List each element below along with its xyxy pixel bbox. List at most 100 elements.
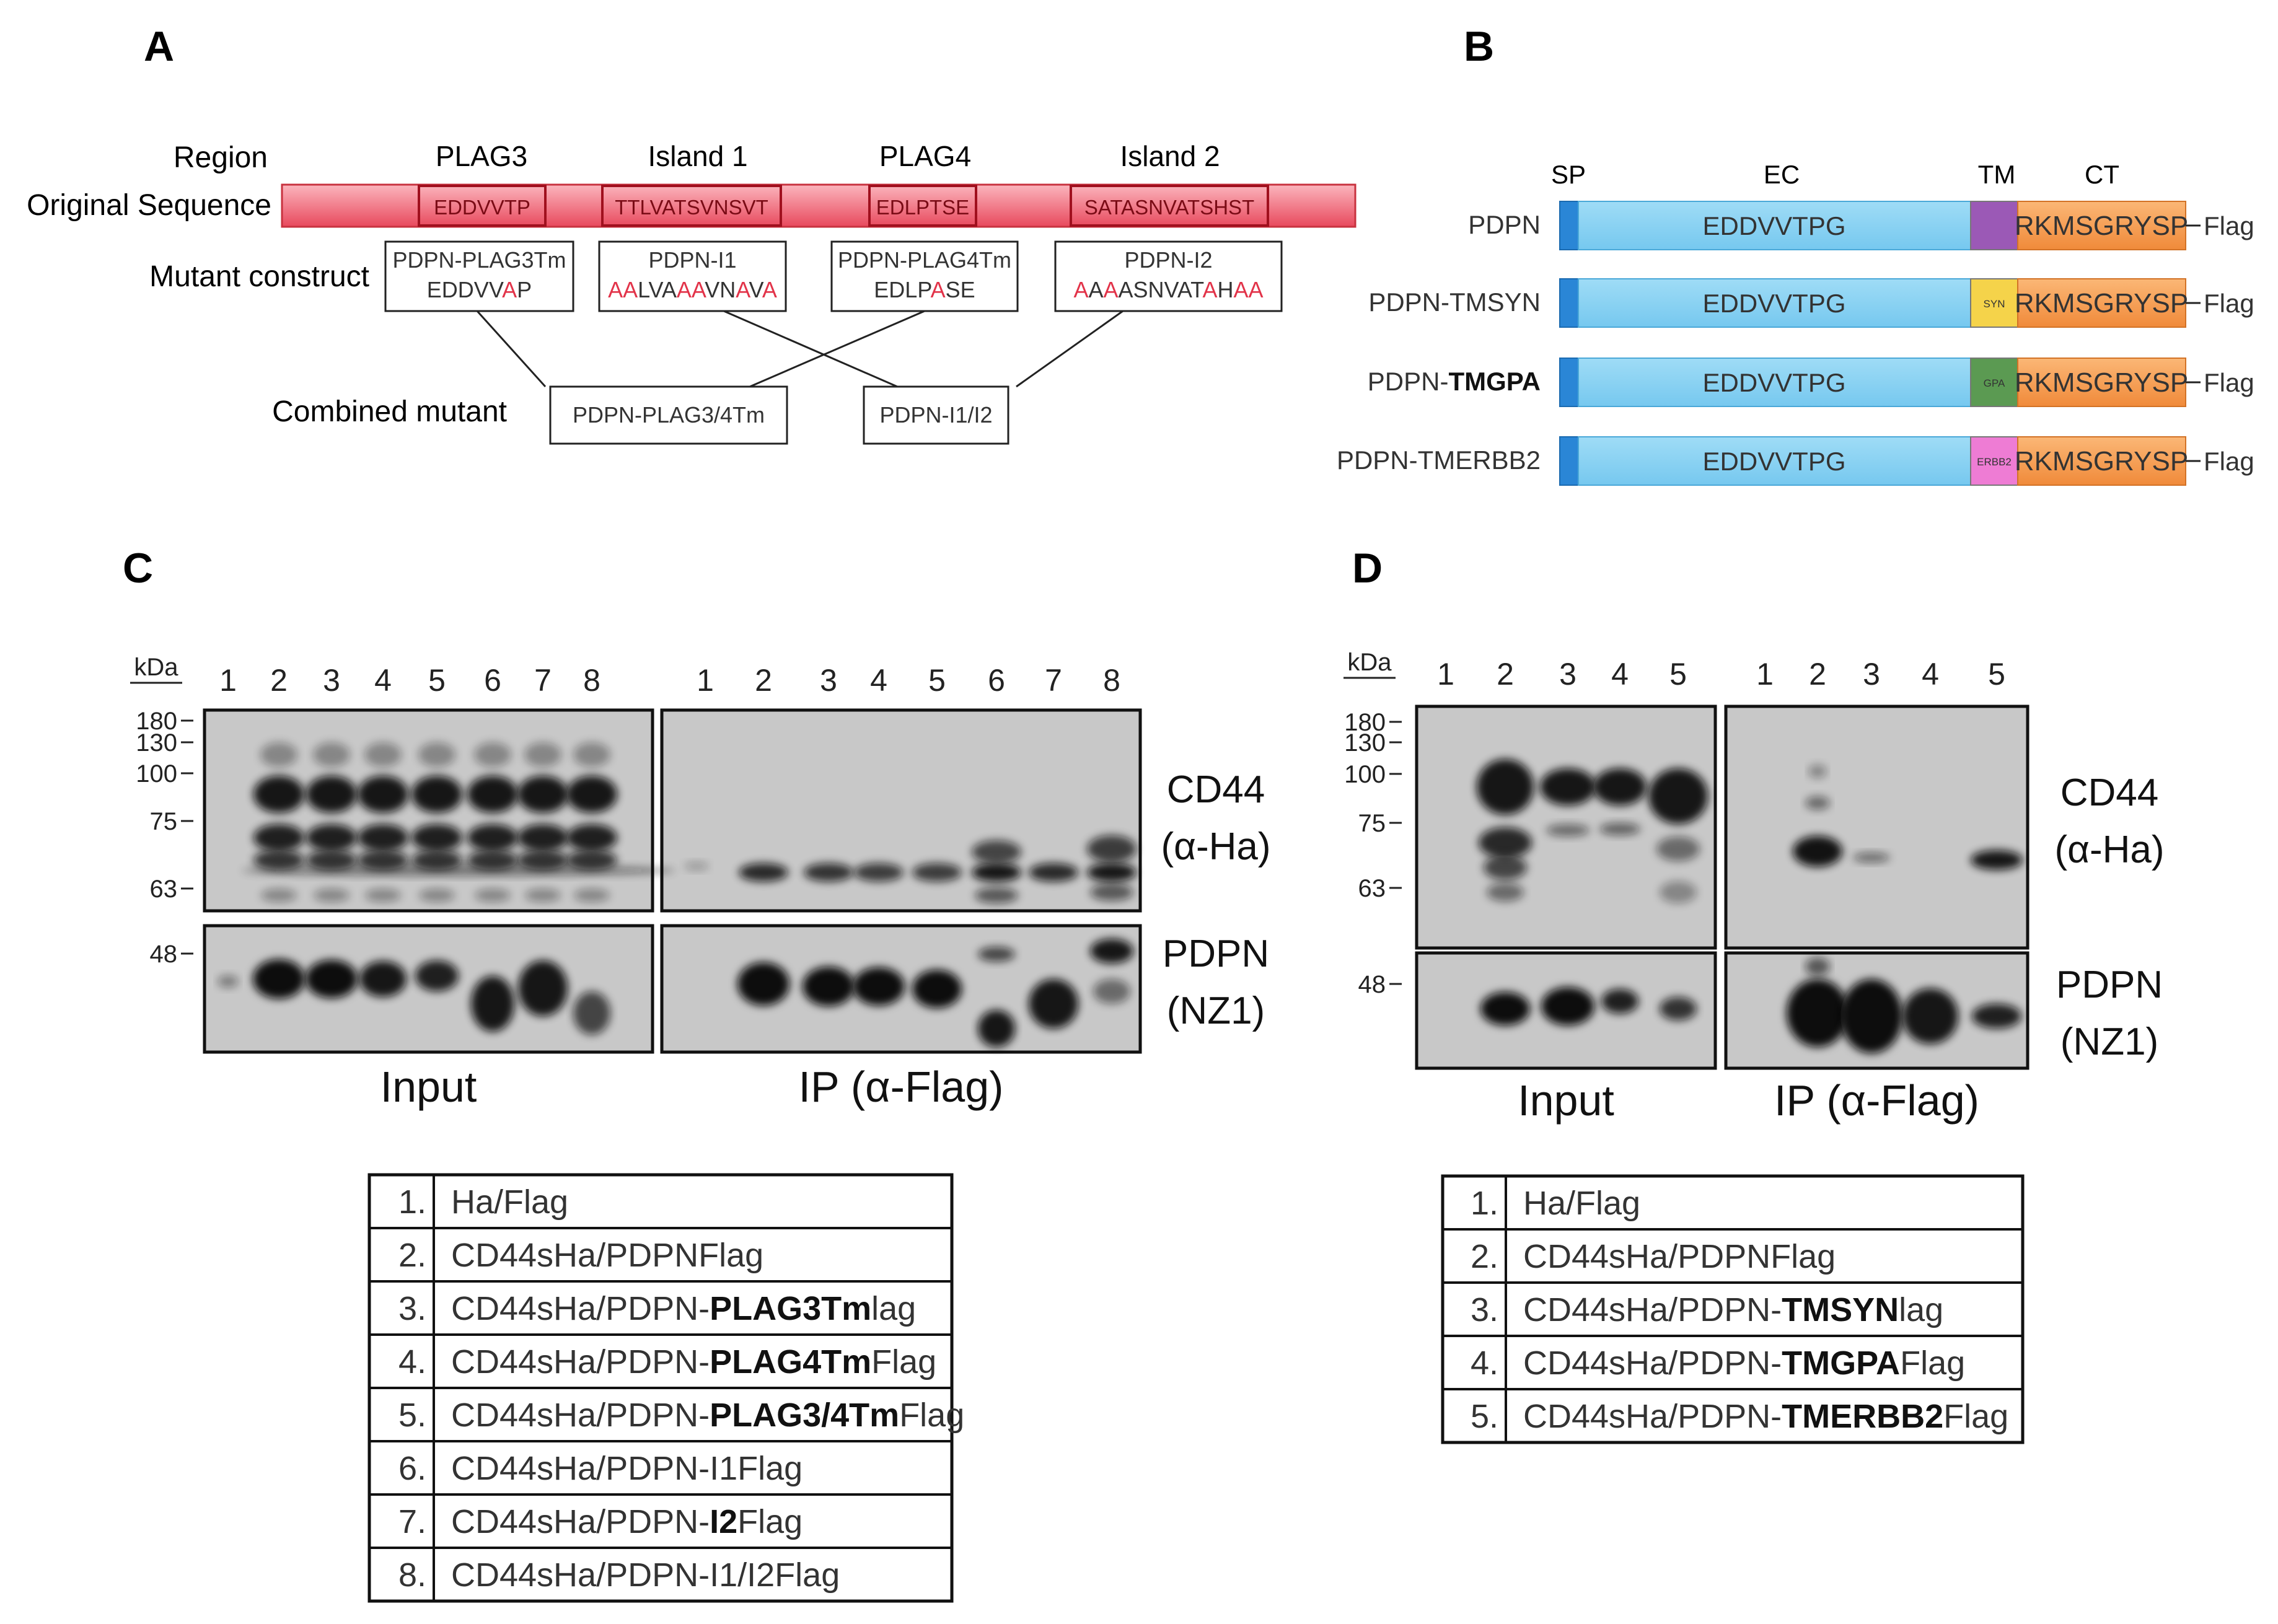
original-segment-label: EDLPTSE: [876, 196, 969, 219]
ct-sequence-label: RKMSGRYSP: [2015, 367, 2188, 398]
blot-band: [253, 850, 304, 870]
blot-band: [1601, 989, 1638, 1014]
input-caption: Input: [1518, 1076, 1614, 1125]
blot-band: [1540, 768, 1596, 805]
blot-band: [358, 824, 408, 851]
blot-band: [253, 824, 304, 851]
cd44-antibody-label: (α-Ha): [1161, 825, 1270, 868]
tm-domain: [1970, 358, 2018, 407]
text-run: CD44sHa/PDPN-: [1523, 1345, 1782, 1382]
text-run: CD44sHa/PDPN-: [451, 1397, 710, 1434]
text-run: Ha/Flag: [451, 1183, 568, 1221]
text-run: Flag: [737, 1503, 803, 1540]
blot-band: [1093, 979, 1130, 1004]
original-sequence-bar: [281, 183, 1357, 228]
blot-band: [1902, 988, 1958, 1044]
legend-row-number: 2.: [398, 1237, 426, 1274]
mutant-construct-name: PDPN-PLAG3Tm: [392, 247, 566, 273]
blot-band: [912, 863, 962, 882]
lane-number: 2: [1809, 657, 1826, 691]
blot-band: [313, 742, 350, 767]
blot-band: [471, 976, 514, 1032]
blot-band: [306, 960, 358, 998]
construct-name: PDPN: [1468, 210, 1541, 239]
seq-run: LVA: [638, 277, 677, 302]
blot-band: [1971, 850, 2023, 870]
seq-run: VN: [705, 277, 736, 302]
lane-number: 5: [1988, 657, 2005, 691]
legend-row-number: 4.: [1471, 1345, 1498, 1382]
panel-label-c: C: [123, 545, 153, 592]
ct-sequence-label: RKMSGRYSP: [2015, 446, 2188, 476]
mutant-construct-name: PDPN-PLAG4Tm: [838, 247, 1011, 273]
sequence-segment-box: [418, 185, 547, 227]
text-run: lag: [1899, 1291, 1943, 1328]
mutant-sequence: AALVAAAVNAVA: [608, 277, 777, 302]
blot-band: [1087, 835, 1137, 862]
mw-marker-label: 100: [136, 760, 177, 788]
legend-row-label: CD44sHa/PDPN-PLAG3/4TmFlag: [451, 1397, 964, 1434]
pdpn-antibody-label: (NZ1): [2060, 1020, 2158, 1063]
sp-domain: [1559, 436, 1579, 486]
text-run: CD44sHa/PDPN-: [451, 1503, 710, 1540]
text-run: CD44sHa/PDPN-I1/I2Flag: [451, 1556, 840, 1594]
blot-band: [467, 850, 518, 870]
flag-tag-label: Flag: [2204, 447, 2254, 476]
sp-domain: [1559, 278, 1579, 328]
ct-domain: [2017, 278, 2186, 328]
blot-band: [1853, 853, 1890, 862]
blot-band: [1599, 823, 1640, 835]
blot-band: [418, 742, 455, 767]
seq-run: A: [736, 277, 750, 302]
legend-row-number: 3.: [398, 1290, 426, 1327]
ip-caption: IP (α-Flag): [799, 1063, 1004, 1111]
text-run: CD44sHa/PDPNFlag: [1523, 1238, 1836, 1275]
blot-band: [474, 742, 511, 767]
ip-cd44-blot: [660, 708, 1142, 913]
region-label: Island 1: [648, 140, 747, 172]
ip-caption: IP (α-Flag): [1774, 1076, 1979, 1125]
text-run: Flag: [871, 1343, 936, 1380]
blot-band: [242, 865, 675, 876]
lane-number: 1: [1756, 657, 1774, 691]
lane-number: 3: [1863, 657, 1880, 691]
tm-domain-label: SYN: [1984, 298, 2005, 310]
blot-band: [1090, 884, 1133, 901]
construct-name: PDPN-TMERBB2: [1337, 446, 1541, 475]
construct-name: PDPN-TMSYN: [1368, 287, 1541, 317]
pdpn-antibody-label: (NZ1): [1167, 990, 1265, 1032]
cd44-label: CD44: [1167, 768, 1265, 811]
combined-mutant-name: PDPN-I1/I2: [879, 402, 992, 428]
blot-band: [1090, 939, 1133, 963]
blot-band: [1660, 881, 1697, 903]
lane-number: 3: [1559, 657, 1577, 691]
lane-number: 7: [1045, 663, 1062, 698]
legend-row-number: 4.: [398, 1343, 426, 1380]
ec-domain: [1578, 201, 1971, 250]
blot-band: [737, 962, 789, 1006]
domain-header: CT: [2085, 160, 2119, 189]
blot-band: [972, 863, 1021, 882]
blot-band: [525, 889, 561, 902]
mw-marker-label: 63: [150, 876, 178, 903]
tm-domain: [1970, 436, 2018, 486]
text-run: CD44sHa/PDPNFlag: [451, 1237, 763, 1274]
mutant-construct-box: [1054, 240, 1283, 312]
blot-band: [358, 776, 408, 813]
text-run: PLAG4Tm: [710, 1343, 871, 1380]
input-caption: Input: [380, 1063, 477, 1111]
legend-row-label: CD44sHa/PDPN-PLAG4TmFlag: [451, 1343, 936, 1380]
blot-band: [253, 776, 304, 813]
panel-label-d: D: [1352, 545, 1383, 592]
region-row-label: Region: [174, 141, 268, 174]
seq-run: SE: [946, 277, 975, 302]
lane-number: 1: [697, 663, 714, 698]
tm-domain-label: ERBB2: [1977, 456, 2012, 468]
blot-band: [1805, 957, 1830, 976]
